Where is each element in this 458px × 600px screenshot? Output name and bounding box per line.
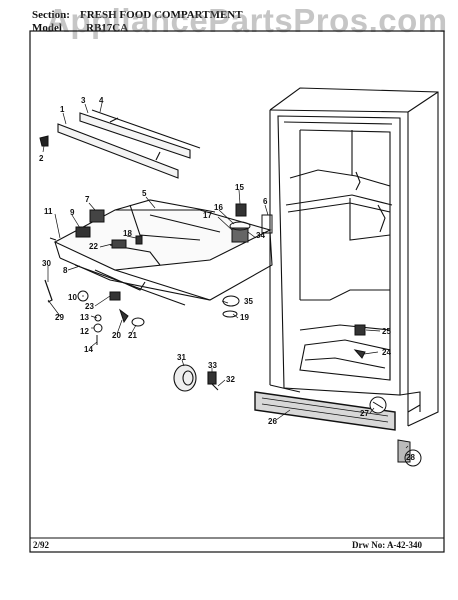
- callout-22: 22: [89, 242, 98, 251]
- callout-7: 7: [85, 195, 90, 204]
- callout-1: 1: [60, 105, 65, 114]
- callout-29: 29: [55, 313, 64, 322]
- callout-19: 19: [240, 313, 249, 322]
- callout-21: 21: [128, 331, 137, 340]
- callout-35: 35: [244, 297, 253, 306]
- callout-28: 28: [406, 453, 415, 462]
- callout-24: 24: [382, 348, 391, 357]
- watermark: AppliancePartsPros.com: [46, 2, 448, 39]
- section-title: FRESH FOOD COMPARTMENT: [80, 9, 243, 21]
- callout-33: 33: [208, 361, 217, 370]
- callout-5: 5: [142, 189, 147, 198]
- light-socket-assembly: [173, 364, 219, 392]
- callout-26: 26: [268, 417, 277, 426]
- leveling-leg-bracket: [397, 439, 422, 467]
- section-label: Section:: [32, 9, 70, 21]
- screw-2: [39, 135, 49, 147]
- drawing-border: [29, 30, 445, 553]
- callout-15: 15: [235, 183, 244, 192]
- callout-2: 2: [39, 154, 44, 163]
- crisper-shelf-assembly: [53, 199, 273, 306]
- callout-14: 14: [84, 345, 93, 354]
- callout-13: 13: [80, 313, 89, 322]
- callout-25: 25: [382, 327, 391, 336]
- drawing-number: Drw No: A-42-340: [352, 540, 422, 550]
- kickplate-grille: [254, 391, 396, 431]
- callout-12: 12: [80, 327, 89, 336]
- callout-20: 20: [112, 331, 121, 340]
- control-knob: [369, 396, 387, 414]
- callout-17: 17: [203, 211, 212, 220]
- callout-34: 34: [256, 231, 265, 240]
- revision-date: 2/92: [33, 540, 50, 550]
- callout-30: 30: [42, 259, 51, 268]
- callout-numbers: 1 2 3 4 5 6 7 8 9 10 11 12 13 14 15 16 1…: [39, 96, 415, 462]
- callout-6: 6: [263, 197, 268, 206]
- callout-23: 23: [85, 302, 94, 311]
- leader-lines: [42, 102, 409, 449]
- fresh-food-cabinet: [269, 87, 439, 427]
- mullion-cover-rails: [57, 109, 201, 179]
- callout-11: 11: [44, 207, 53, 216]
- callout-32: 32: [226, 375, 235, 384]
- callout-8: 8: [63, 266, 68, 275]
- callout-16: 16: [214, 203, 223, 212]
- callout-9: 9: [70, 208, 75, 217]
- callout-18: 18: [123, 229, 132, 238]
- callout-4: 4: [99, 96, 104, 105]
- callout-10: 10: [68, 293, 77, 302]
- callout-3: 3: [81, 96, 86, 105]
- callout-31: 31: [177, 353, 186, 362]
- callout-27: 27: [360, 409, 369, 418]
